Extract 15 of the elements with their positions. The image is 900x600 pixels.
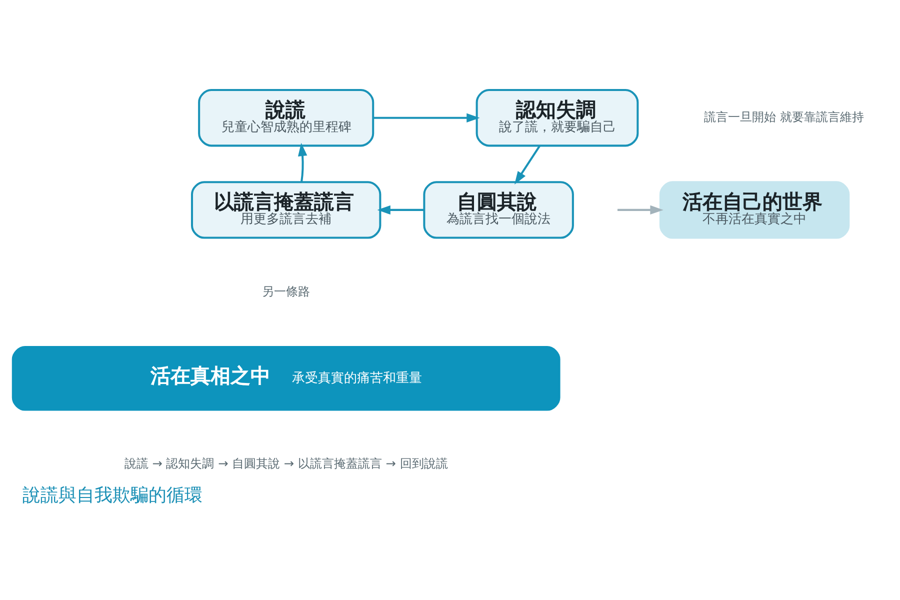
caption: 說謊與自我欺騙的循環 [22,484,203,506]
node-box: 活在真相之中 承受真實的痛苦和重量 [12,346,560,410]
node-box: 活在自己的世界 不再活在真實之中 [659,180,850,238]
arrow [373,112,480,122]
label: 說謊 → 認知失調 → 自圓其說 → 以謊言掩蓋謊言 → 回到說謊 [124,456,448,470]
node-box: 自圓其說 為謊言找一個說法 [423,180,574,238]
label: 謊言一旦開始 就要靠謊言維持 [704,110,864,124]
arrow [377,204,424,214]
arrow [617,204,664,214]
label: 另一條路 [262,284,310,298]
arrow [514,144,540,184]
node-box: 認知失調 說了謊，就要騙自己 [476,88,639,146]
node-box: 以謊言掩蓋謊言 用更多謊言去補 [190,180,382,238]
arrow [298,142,308,182]
node-box: 說謊 兒童心智成熟的里程碑 [198,88,374,146]
